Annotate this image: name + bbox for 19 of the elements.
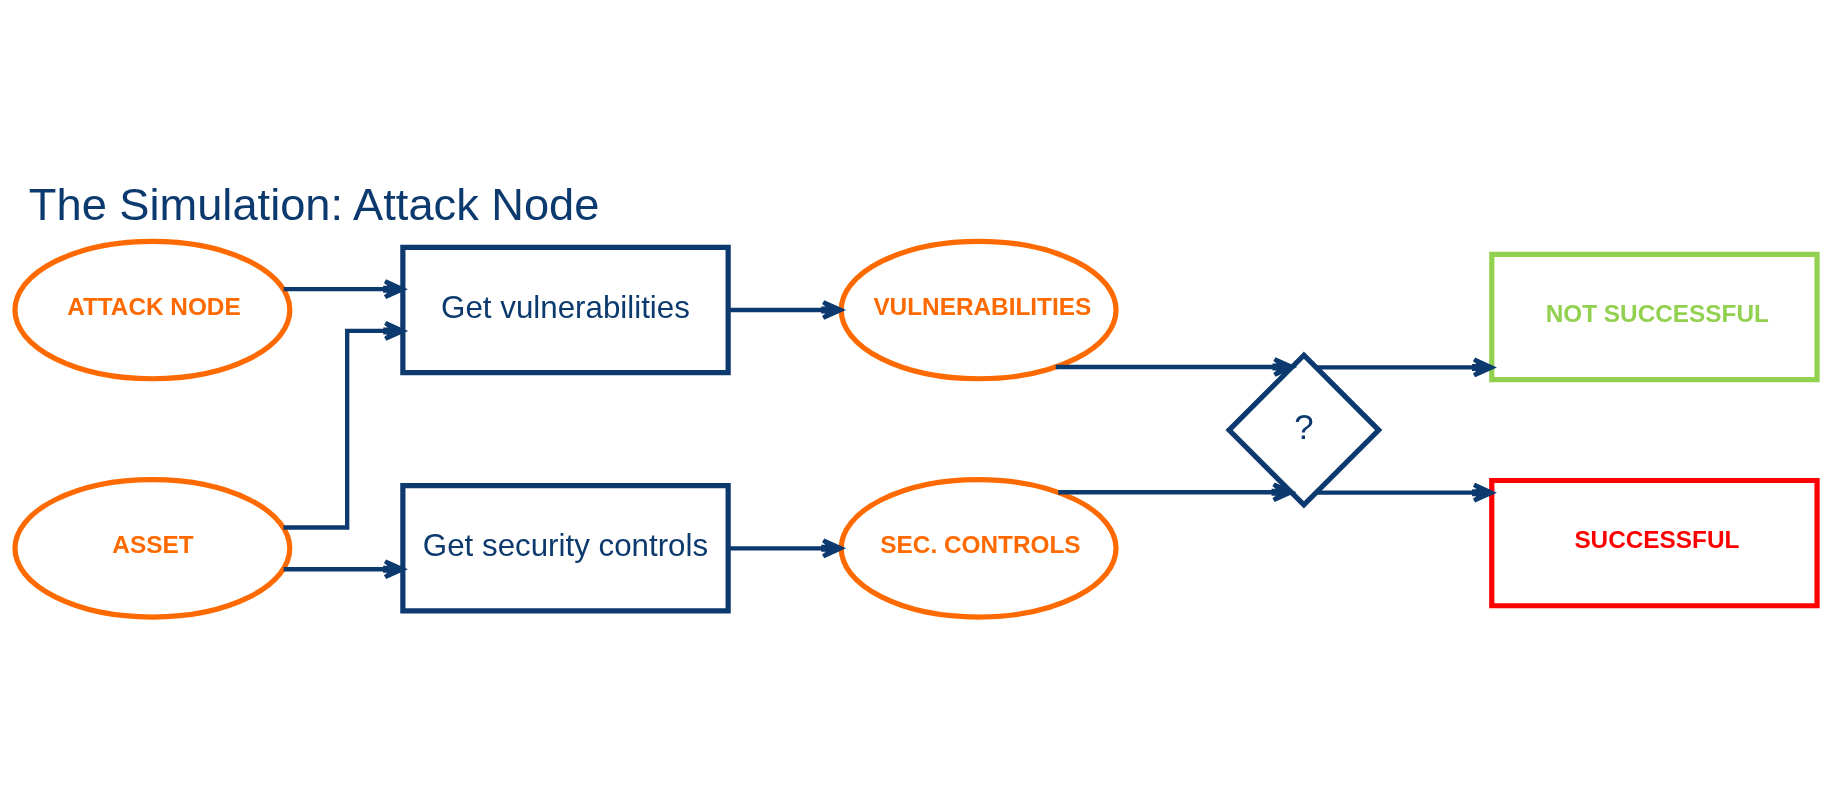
node-box: SUCCESSFUL — [1489, 477, 1820, 609]
node-ellipse: VULNERABILITIES — [838, 238, 1119, 382]
arrow — [1316, 482, 1494, 503]
arrow — [1058, 482, 1294, 503]
node-ellipse: ASSET — [12, 477, 293, 620]
arrow — [283, 559, 405, 580]
node-box: NOT SUCCESSFUL — [1489, 251, 1820, 383]
arrow — [1055, 357, 1295, 377]
node-diamond: ? — [1225, 351, 1383, 509]
arrow — [728, 300, 843, 321]
arrow — [283, 320, 405, 530]
arrow — [283, 279, 405, 300]
node-box: Get vulnerabilities — [400, 244, 731, 376]
node-ellipse: ATTACK NODE — [12, 238, 293, 382]
node-box: Get security controls — [400, 483, 731, 614]
arrow — [1316, 357, 1494, 378]
diagram-title: The Simulation: Attack Node — [28, 179, 600, 231]
node-ellipse: SEC. CONTROLS — [838, 477, 1119, 620]
arrow — [728, 538, 843, 559]
